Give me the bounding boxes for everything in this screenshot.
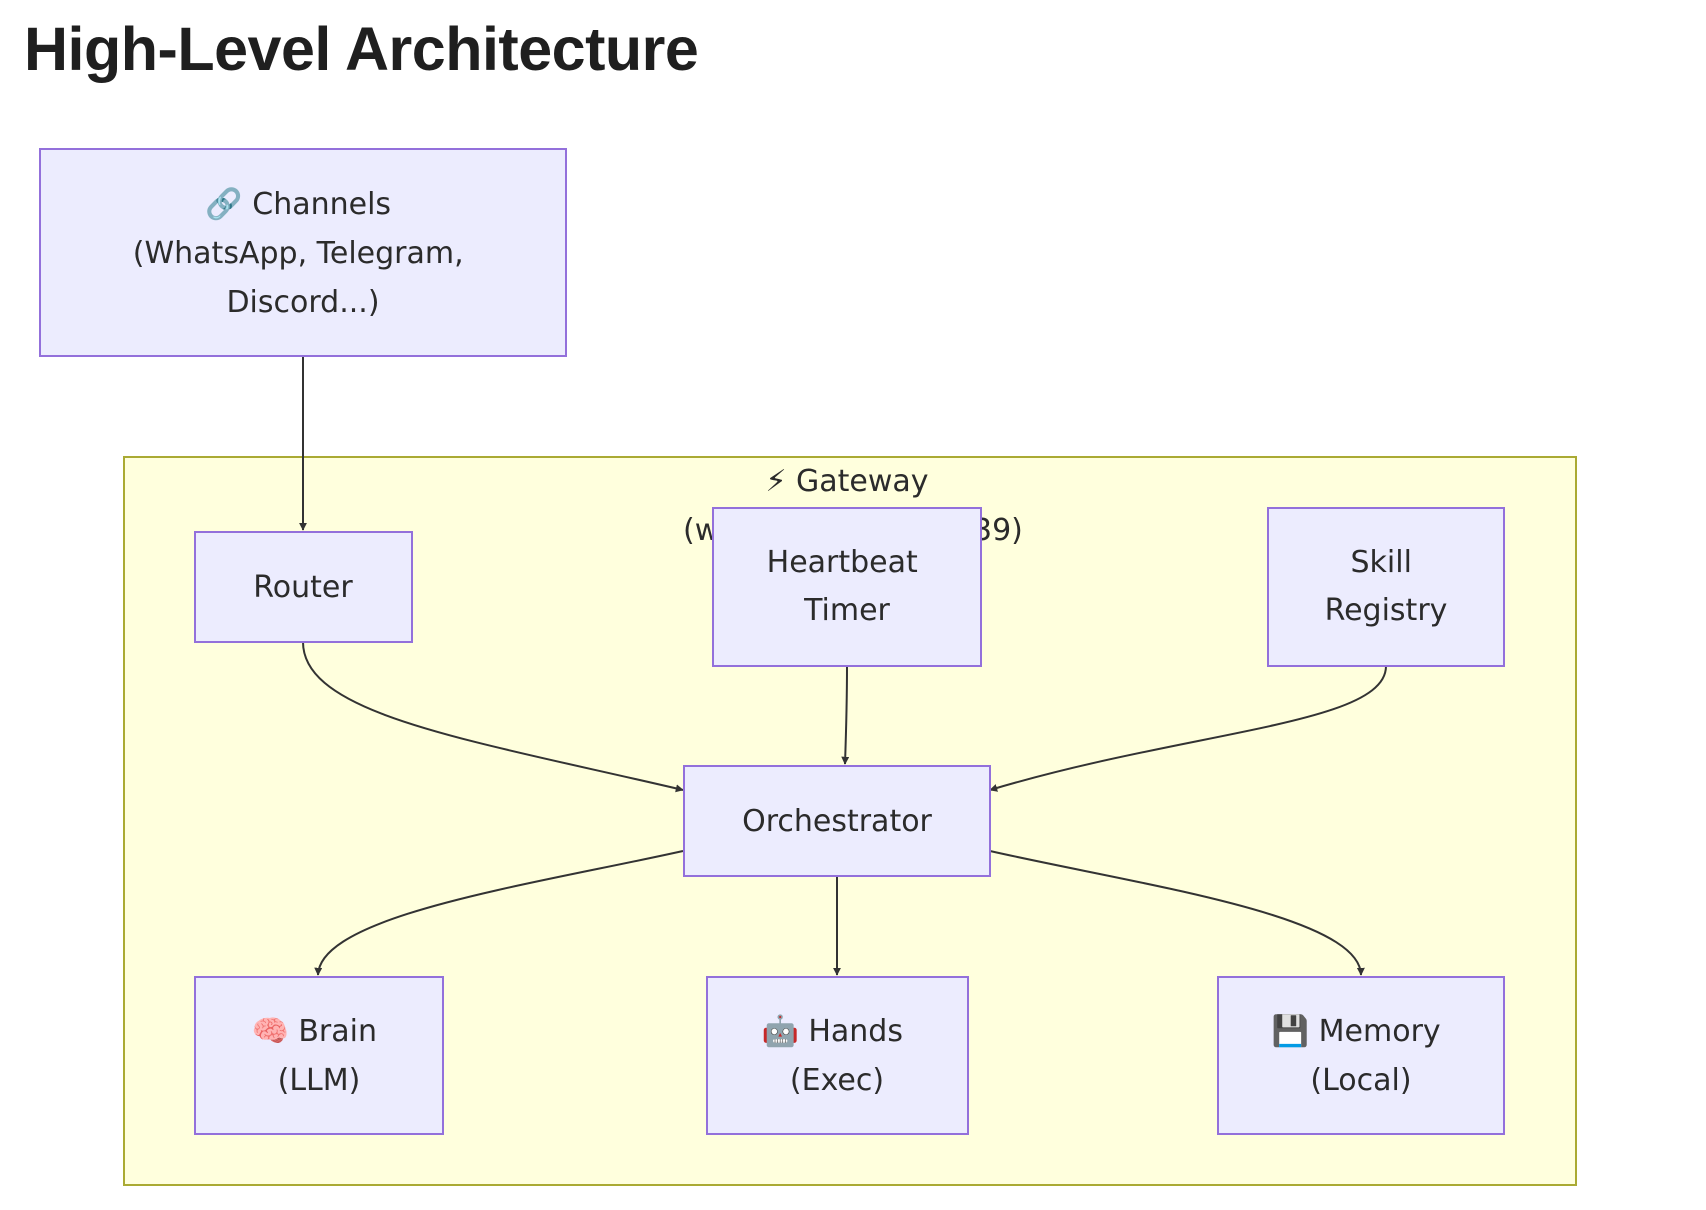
node-memory-label: 💾 Memory (Local) xyxy=(1272,1013,1450,1098)
node-router-label: Router xyxy=(253,570,353,605)
node-skill-registry: Skill Registry xyxy=(1267,507,1505,667)
node-brain: 🧠 Brain (LLM) xyxy=(194,976,444,1135)
node-brain-label: 🧠 Brain (LLM) xyxy=(251,1014,386,1098)
edge-orchestrator-brain xyxy=(314,850,684,976)
edge-skills-orchestrator xyxy=(989,665,1387,792)
gateway-label: ⚡ Gateway xyxy=(765,464,928,499)
edges xyxy=(299,356,1387,976)
node-heartbeat-label: Heartbeat Timer xyxy=(767,545,928,628)
node-orchestrator: Orchestrator xyxy=(683,765,991,877)
node-channels: 🔗 Channels (WhatsApp, Telegram, Discord.… xyxy=(39,148,567,357)
brain-icon: 🧠 Brain xyxy=(251,1014,377,1049)
node-memory: 💾 Memory (Local) xyxy=(1217,976,1505,1135)
gateway-label-line-1: ⚡ Gateway xyxy=(765,464,928,499)
node-hands-label: 🤖 Hands (Exec) xyxy=(761,1013,912,1098)
robot-icon: 🤖 Hands xyxy=(761,1013,903,1049)
node-heartbeat-timer: Heartbeat Timer xyxy=(712,507,982,667)
edge-heartbeat-orchestrator xyxy=(841,665,850,765)
node-channels-label: 🔗 Channels (WhatsApp, Telegram, Discord.… xyxy=(133,185,473,320)
edge-orchestrator-memory xyxy=(989,850,1365,976)
page-title: High-Level Architecture xyxy=(24,15,699,83)
node-router: Router xyxy=(194,531,413,643)
node-skill-registry-label: Skill Registry xyxy=(1325,545,1448,628)
node-orchestrator-label: Orchestrator xyxy=(742,804,932,839)
edge-router-orchestrator xyxy=(302,641,684,793)
floppy-disk-icon: 💾 Memory xyxy=(1272,1013,1441,1049)
link-icon: 🔗 Channels xyxy=(205,185,391,222)
node-hands: 🤖 Hands (Exec) xyxy=(706,976,969,1135)
